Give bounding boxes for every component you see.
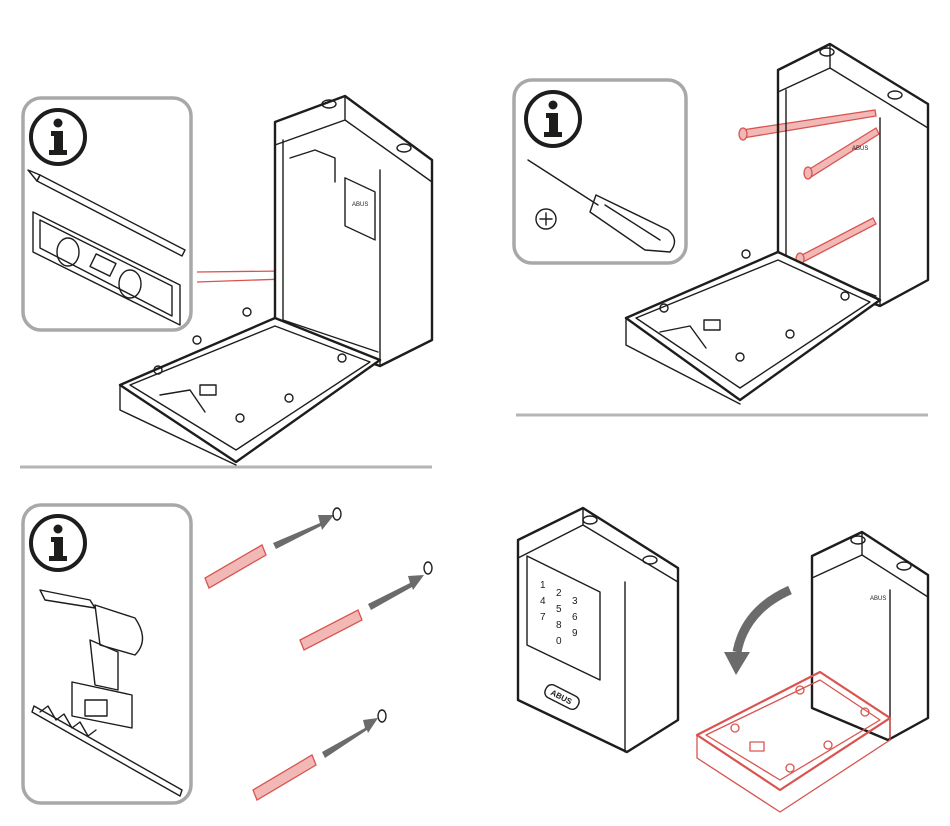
panel-close: 1 2 3 4 5 6 7 8 9 0 ABUS A bbox=[518, 508, 928, 812]
panel-drill bbox=[23, 505, 432, 803]
key: 1 bbox=[540, 580, 546, 591]
panel-screw: ABUS bbox=[514, 44, 928, 415]
plug-2 bbox=[300, 562, 432, 650]
key: 9 bbox=[572, 628, 578, 639]
key: 8 bbox=[556, 620, 562, 631]
info-icon bbox=[526, 92, 580, 146]
key: 4 bbox=[540, 596, 546, 607]
plug-1 bbox=[205, 508, 341, 588]
wall-screws bbox=[739, 110, 879, 265]
key-box-closed: 1 2 3 4 5 6 7 8 9 0 ABUS bbox=[518, 508, 678, 752]
key: 3 bbox=[572, 596, 578, 607]
key: 7 bbox=[540, 612, 546, 623]
plug-3 bbox=[253, 710, 386, 800]
key-box-open: ABUS bbox=[697, 532, 928, 812]
key: 6 bbox=[572, 612, 578, 623]
key: 2 bbox=[556, 588, 562, 599]
panel-mark-holes: ABUS bbox=[20, 96, 432, 467]
insert-arrow bbox=[322, 718, 378, 758]
brand-label: ABUS bbox=[352, 202, 368, 208]
key: 0 bbox=[556, 636, 562, 647]
insert-arrow bbox=[273, 515, 334, 549]
info-icon bbox=[31, 516, 85, 570]
key: 5 bbox=[556, 604, 562, 615]
close-direction-arrow bbox=[724, 590, 790, 675]
info-icon bbox=[31, 110, 85, 164]
brand-label: ABUS bbox=[852, 146, 868, 152]
insert-arrow bbox=[368, 575, 424, 610]
brand-label: ABUS bbox=[870, 596, 886, 602]
